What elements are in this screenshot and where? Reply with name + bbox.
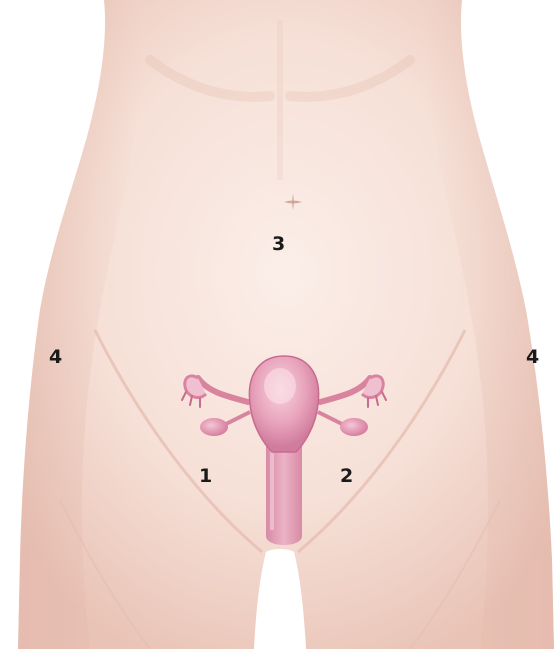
left-ovary — [200, 418, 228, 436]
region-label-2: 2 — [340, 467, 353, 486]
region-label-4-left: 4 — [49, 348, 62, 367]
region-label-3: 3 — [272, 235, 285, 254]
right-ovary — [340, 418, 368, 436]
region-label-4-right: 4 — [526, 348, 539, 367]
region-label-1: 1 — [199, 467, 212, 486]
